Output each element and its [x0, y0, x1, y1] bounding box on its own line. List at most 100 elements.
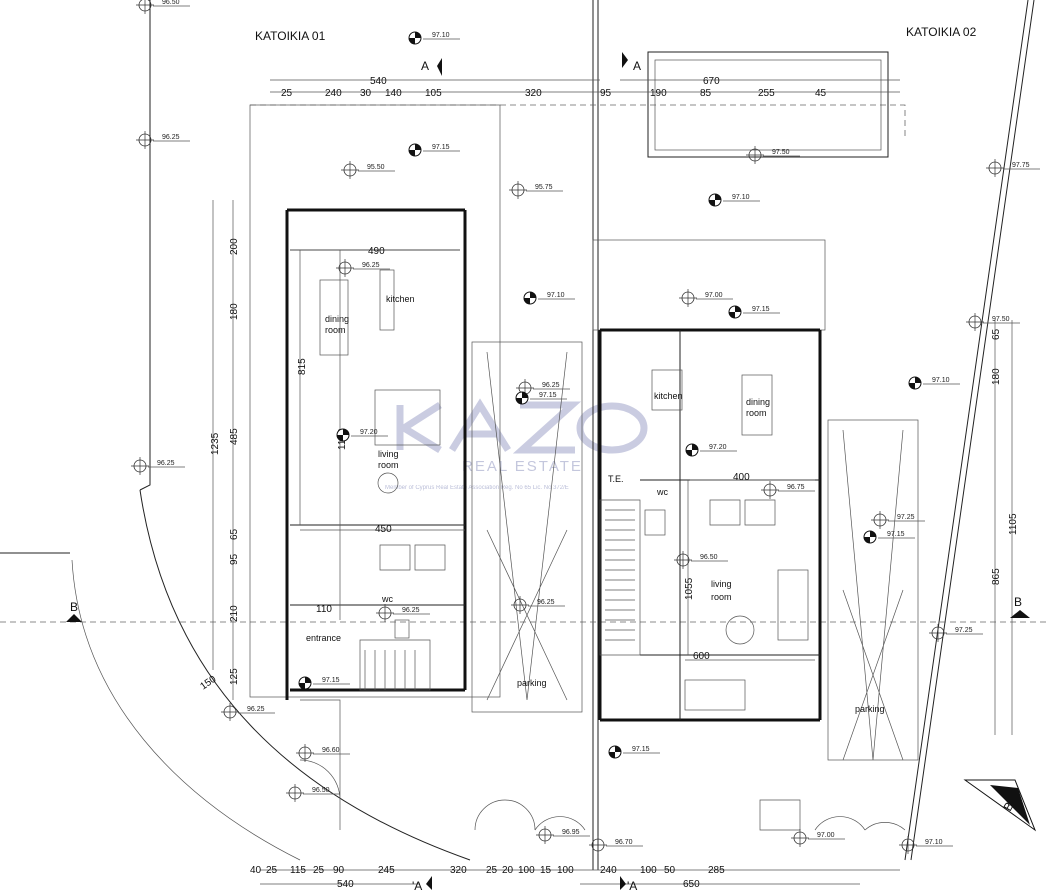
- watermark-logo: REAL ESTATE Member of Cyprus Real Estate…: [385, 398, 648, 491]
- dim-label: 180: [229, 303, 240, 320]
- dim-label: 450: [375, 524, 392, 535]
- level-value: 97.10: [547, 292, 565, 299]
- room-label-te: T.E.: [608, 474, 624, 484]
- level-marker-icon: [863, 530, 877, 544]
- room-label-parking: parking: [855, 704, 885, 714]
- dim-label: 50: [664, 865, 676, 876]
- survey-point-icon: [678, 288, 698, 308]
- level-value: 97.15: [322, 677, 340, 684]
- dim-label: 105: [425, 88, 442, 99]
- dim-label: 320: [450, 865, 467, 876]
- level-value: 95.50: [367, 164, 385, 171]
- survey-point-icon: [870, 510, 890, 530]
- room-label-living: living: [378, 449, 399, 459]
- level-value: 96.70: [615, 839, 633, 846]
- survey-point-icon: [510, 595, 530, 615]
- dim-label: 650: [683, 879, 700, 890]
- dim-label: 95: [229, 553, 240, 565]
- room-label-dining: room: [325, 325, 346, 335]
- level-value: 97.20: [360, 429, 378, 436]
- section-a-label: A: [421, 59, 429, 73]
- level-value: 96.25: [542, 382, 560, 389]
- level-value: 96.50: [700, 554, 718, 561]
- level-value: 97.15: [539, 392, 557, 399]
- dim-label: 200: [229, 238, 240, 255]
- room-label-living: room: [711, 592, 732, 602]
- dim-label: 255: [758, 88, 775, 99]
- survey-point-icon: [745, 145, 765, 165]
- survey-point-icon: [985, 158, 1005, 178]
- dim-label: 25: [266, 865, 278, 876]
- dim-label: 15: [540, 865, 552, 876]
- dimension-top: 540 25 240 30 140 105 320 95 190 85 255 …: [281, 76, 827, 99]
- level-marker-icon: [515, 391, 529, 405]
- room-label-dining: dining: [325, 314, 349, 324]
- dim-label: 670: [703, 76, 720, 87]
- survey-point-icon: [220, 702, 240, 722]
- section-markers: A A 'A 'A B B B: [66, 52, 1037, 890]
- level-marker-icon: [298, 676, 312, 690]
- level-value: 97.00: [705, 292, 723, 299]
- survey-point-icon: [285, 783, 305, 803]
- room-label-wc: wc: [381, 594, 393, 604]
- level-value: 97.15: [752, 306, 770, 313]
- level-value: 96.25: [537, 599, 555, 606]
- dim-label: 90: [333, 865, 345, 876]
- survey-point-icon: [340, 160, 360, 180]
- section-a-label: A: [633, 59, 641, 73]
- level-value: 96.25: [402, 607, 420, 614]
- dim-label: 285: [708, 865, 725, 876]
- dim-label: 30: [360, 88, 372, 99]
- level-value: 97.50: [772, 149, 790, 156]
- section-arrow-icon: [1010, 610, 1030, 618]
- dim-label: 65: [229, 528, 240, 540]
- dimension-bottom: 40 25 115 25 90 245 320 25 20 100 15 100…: [250, 865, 725, 890]
- section-b-label: B: [70, 600, 78, 614]
- section-arrow-icon: [426, 876, 432, 890]
- watermark-subtitle: REAL ESTATE: [462, 458, 583, 475]
- dim-label: 1235: [210, 432, 221, 455]
- dim-label: 100: [518, 865, 535, 876]
- level-value: 96.60: [322, 747, 340, 754]
- dim-label: 815: [297, 358, 308, 375]
- survey-point-icon: [790, 828, 810, 848]
- dim-label: 110: [316, 604, 332, 615]
- dim-label: 320: [525, 88, 542, 99]
- dim-label: 40: [250, 865, 262, 876]
- level-value: 96.50: [312, 787, 330, 794]
- dim-label: 140: [385, 88, 402, 99]
- dim-label: 240: [600, 865, 617, 876]
- level-value: 96.25: [247, 706, 265, 713]
- room-label-living: room: [378, 460, 399, 470]
- dim-label: 45: [815, 88, 827, 99]
- level-marker-icon: [728, 305, 742, 319]
- dim-label: 25: [486, 865, 498, 876]
- house-01-title: KATOIKIA 01: [255, 29, 326, 43]
- dim-label: 25: [313, 865, 325, 876]
- level-value: 97.15: [887, 531, 905, 538]
- level-marker-icon: [336, 428, 350, 442]
- survey-point-icon: [295, 743, 315, 763]
- section-arrow-icon: [622, 52, 628, 68]
- room-label-dining: room: [746, 408, 767, 418]
- dim-label: 485: [229, 428, 240, 445]
- dim-label: 25: [281, 88, 293, 99]
- level-value: 96.50: [162, 0, 180, 6]
- survey-point-icon: [588, 835, 608, 855]
- level-value: 96.75: [787, 484, 805, 491]
- level-value: 97.10: [932, 377, 950, 384]
- survey-point-icon: [135, 130, 155, 150]
- dim-label: 20: [502, 865, 514, 876]
- dim-label: 210: [229, 605, 240, 622]
- dim-label: 115: [290, 865, 306, 876]
- level-value: 97.25: [955, 627, 973, 634]
- dim-label: 1105: [1008, 513, 1019, 535]
- dimension-right: 65 180 1105 865 1055: [684, 328, 1019, 600]
- level-value: 97.75: [1012, 162, 1030, 169]
- dim-label: 100: [640, 865, 657, 876]
- level-marker-icon: [408, 143, 422, 157]
- level-marker-icon: [608, 745, 622, 759]
- dimension-inner: 490 450 110 400 600: [316, 246, 750, 662]
- section-a-prime-label: 'A: [412, 879, 422, 890]
